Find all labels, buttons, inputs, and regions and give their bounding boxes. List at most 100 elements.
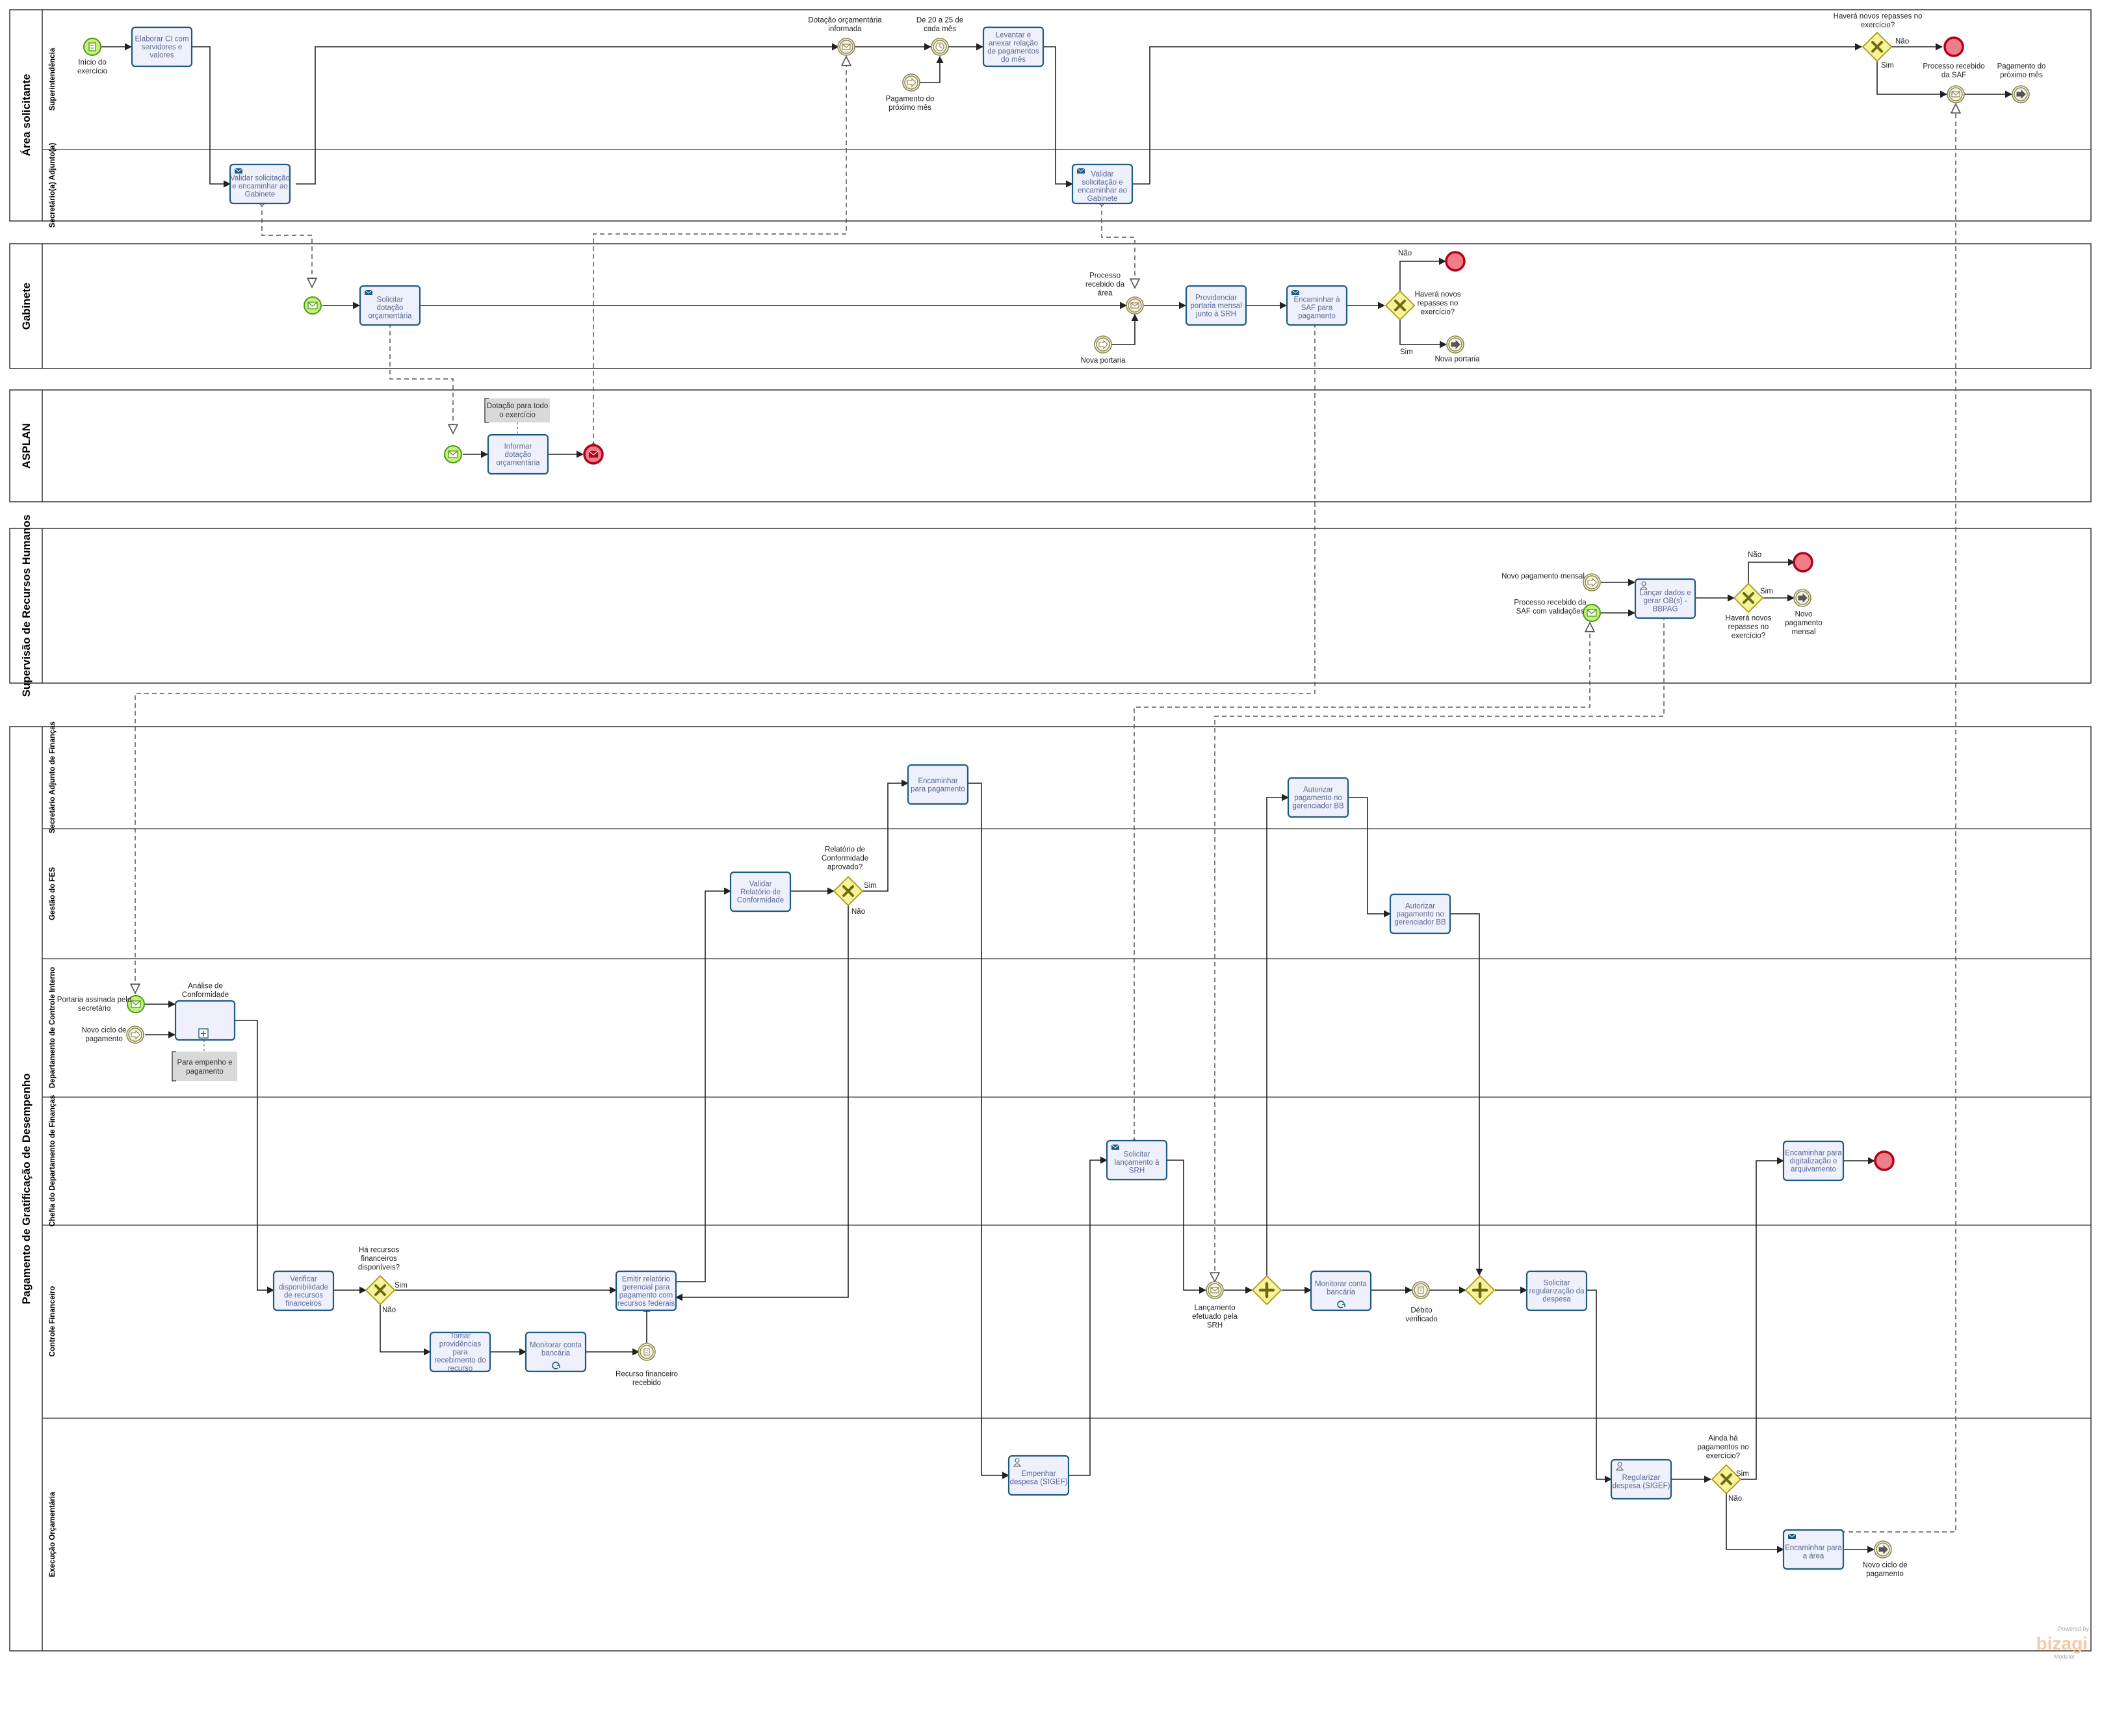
link-event-nova-portaria[interactable]	[1094, 335, 1112, 354]
end-event-area-nao[interactable]	[1943, 36, 1964, 57]
envelope-icon	[588, 450, 599, 458]
text-line: Validar solicitação	[230, 175, 290, 183]
lane-title-chefia-financas: Chefia do Departamento de Finanças	[49, 1095, 57, 1227]
text-line: verificado	[1405, 1315, 1437, 1323]
event-proc-area[interactable]	[1126, 296, 1144, 315]
annotation-text: Para empenho e	[177, 1059, 232, 1067]
lane-title-execucao: Execução Orçamentária	[49, 1492, 57, 1577]
gateway-parallel-split[interactable]	[1251, 1275, 1282, 1306]
exclusive-x-icon	[1871, 41, 1883, 53]
text-line: pagamento no	[1396, 911, 1444, 918]
start-event-asplan[interactable]	[444, 445, 462, 463]
gateway-ainda-ha-pagamentos[interactable]	[1711, 1464, 1742, 1495]
event-recurso-recebido[interactable]	[638, 1343, 656, 1361]
gateway-havera-novos-gabinete[interactable]	[1384, 290, 1416, 321]
end-event-arquivamento[interactable]	[1874, 1150, 1895, 1171]
link-event-novo-ciclo[interactable]	[126, 1026, 144, 1044]
watermark-brand: bizagi	[2036, 1633, 2088, 1653]
gateway-relatorio-aprovado[interactable]	[833, 875, 864, 907]
text-line: bancária	[1327, 1288, 1356, 1296]
text-line: providências	[439, 1341, 482, 1349]
event-dotacao-informada[interactable]	[837, 38, 855, 56]
text-line: Haverá novos	[1415, 291, 1461, 299]
start-event-gabinete[interactable]	[304, 296, 322, 315]
annotation-para-empenho: Para empenho e pagamento	[172, 1051, 237, 1082]
text-line: aprovado?	[827, 864, 863, 872]
text-line: Conformidade	[182, 991, 229, 999]
link-event-pag-prox-mes-throw[interactable]	[2012, 85, 2030, 103]
text-line: Levantar e	[996, 31, 1031, 39]
start-event-inicio[interactable]	[83, 38, 101, 56]
text-line: Encaminhar	[918, 777, 958, 785]
event-debito-verificado[interactable]	[1412, 1281, 1430, 1299]
document-icon	[88, 42, 96, 51]
start-event-portaria[interactable]	[127, 995, 145, 1013]
gateway-parallel-join[interactable]	[1464, 1275, 1496, 1306]
link-event-pag-prox-mes[interactable]	[902, 73, 920, 92]
link-event-novo-pag-mensal-throw[interactable]	[1793, 589, 1811, 607]
text-line: Relatório de	[825, 846, 865, 854]
end-event-asplan[interactable]	[583, 444, 604, 465]
link-event-novo-pag-mensal[interactable]	[1583, 573, 1601, 591]
text-line: repasses no	[1418, 300, 1459, 307]
text-line: Tomar	[450, 1332, 471, 1340]
text-line: informada	[828, 25, 862, 33]
end-event-srh-nao[interactable]	[1793, 552, 1813, 573]
event-proc-saf[interactable]	[1947, 85, 1965, 103]
end-event-gabinete-nao[interactable]	[1445, 251, 1466, 272]
exclusive-x-icon	[1720, 1473, 1732, 1485]
text-line: dotação	[377, 304, 404, 312]
text-line: Lançar dados e	[1639, 589, 1691, 597]
text-line: Regularizar	[1622, 1474, 1661, 1482]
label-sim: Sim	[395, 1282, 408, 1289]
gateway-havera-novos-area[interactable]	[1862, 31, 1893, 62]
start-event-saf-validacoes[interactable]	[1583, 604, 1601, 622]
gateway-ha-recursos[interactable]	[365, 1275, 396, 1306]
timer-event-20-25[interactable]	[931, 38, 949, 56]
subprocess-analise-conformidade[interactable]: +	[174, 1000, 236, 1041]
text-line: Conformidade	[737, 897, 784, 905]
gateway-havera-novos-srh[interactable]	[1733, 582, 1764, 614]
message-flows	[135, 57, 1956, 1532]
event-lancamento-srh[interactable]	[1206, 1281, 1224, 1299]
link-icon	[1098, 339, 1108, 350]
text-line: a área	[1803, 1552, 1824, 1560]
text-line: despesa (SIGEF)	[1010, 1478, 1068, 1486]
link-event-nova-portaria-throw[interactable]	[1446, 335, 1464, 354]
link-event-novo-ciclo-throw[interactable]	[1874, 1540, 1892, 1559]
text-line: Dotação orçamentária	[808, 16, 882, 24]
text-line: Solicitar	[1544, 1280, 1570, 1288]
text-line: exercício?	[1421, 309, 1455, 317]
